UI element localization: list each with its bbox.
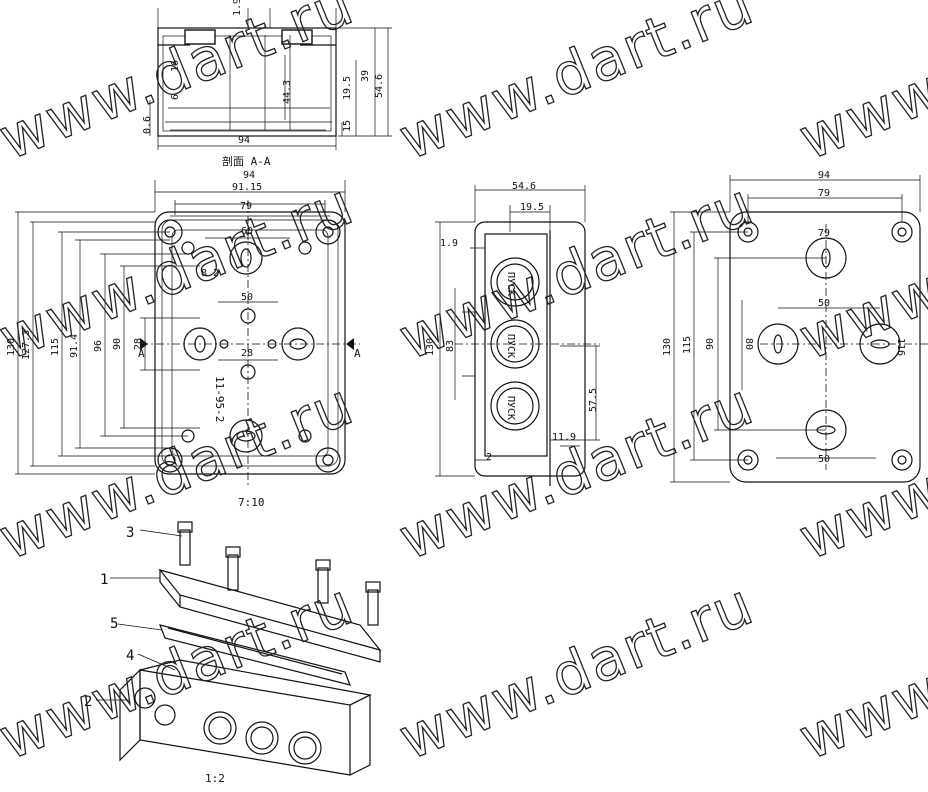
callout-4: 4 [126,648,134,664]
button-label-3: ПУСК [505,396,516,420]
dim-79-front: 79 [240,201,252,212]
dim-94-section: 94 [238,135,250,146]
watermark-8: www.dart.ru [390,369,764,573]
front-view [15,180,360,486]
section-marker-left: A [138,347,145,360]
dim-91-4: 91.4 [69,334,80,358]
dim-44-3: 44.3 [282,80,293,104]
dim-2: 2 [486,452,492,463]
dim-115-front: 115 [50,338,61,356]
dim-16: 16 [170,60,181,72]
watermark-9: www.dart.ru [790,369,928,573]
dim-50-front: 50 [241,292,253,303]
scale-main: 7:10 [238,496,265,509]
watermark-7: www.dart.ru [0,369,363,573]
dim-79-back: 79 [818,188,830,199]
dim-94-front: 94 [243,170,255,181]
callout-3: 3 [126,525,134,541]
dim-1-9-side: 1.9 [440,238,458,249]
dim-8-2: 8.2 [201,268,219,279]
section-view-a-a [149,8,392,150]
dim-50-back: 50 [818,298,830,309]
dim-94-back: 94 [818,170,830,181]
button-label-1: ПУСК [505,272,516,296]
dim-28-front: 28 [241,348,253,359]
dim-50-bottom: 50 [818,454,830,465]
watermarks: www.dart.ru www.dart.ru www.dart.ru www.… [0,0,928,774]
dim-90-front: 90 [112,338,123,350]
dim-80: 80 [743,338,754,350]
dim-19-5: 19.5 [342,76,353,100]
dim-130-side: 130 [425,338,436,356]
dim-60: 60 [241,226,253,237]
dim-130-front: 130 [6,338,17,356]
button-label-2: ПУСК [505,334,516,358]
dim-11-9: 11.9 [552,432,576,443]
dim-83: 83 [445,340,456,352]
dim-130-back: 130 [662,338,673,356]
watermark-10: www.dart.ru [0,569,363,773]
scale-iso: 1:2 [205,772,225,785]
dim-57-5: 57.5 [588,388,599,412]
dim-91-15: 91.15 [232,182,262,193]
dim-90-back: 90 [705,338,716,350]
callout-5: 5 [110,616,118,632]
dim-0-6: 0.6 [142,116,153,134]
dim-15: 15 [342,120,353,132]
watermark-2: www.dart.ru [390,0,764,173]
watermark-12: www.dart.ru [790,569,928,773]
watermark-11: www.dart.ru [390,569,764,773]
isometric-view [96,521,382,776]
section-label: 剖面 A-A [222,154,271,168]
dim-1-9: 1.9 [232,0,243,16]
side-view [435,185,600,486]
dim-54-6: 54.6 [374,74,385,98]
dim-39: 39 [360,70,371,82]
dim-115-back: 115 [682,336,693,354]
watermark-3: www.dart.ru [790,0,928,173]
dim-96: 96 [93,340,104,352]
section-marker-right: A [354,347,361,360]
dim-19-5-side: 19.5 [520,202,544,213]
callout-1: 1 [100,572,108,588]
dim-116: 116 [895,338,906,356]
watermark-4: www.dart.ru [0,169,363,373]
back-view [670,175,928,483]
dim-127-3: 127.3 [21,330,32,360]
dim-54-6-side: 54.6 [512,181,536,192]
dim-28-vert: 28 [133,338,144,350]
dim-6: 6 [170,94,181,100]
watermark-1: www.dart.ru [0,0,363,173]
dim-79-inner: 79 [818,228,830,239]
callout-2: 2 [84,694,92,710]
part-code: 11-95-2 [213,376,226,422]
